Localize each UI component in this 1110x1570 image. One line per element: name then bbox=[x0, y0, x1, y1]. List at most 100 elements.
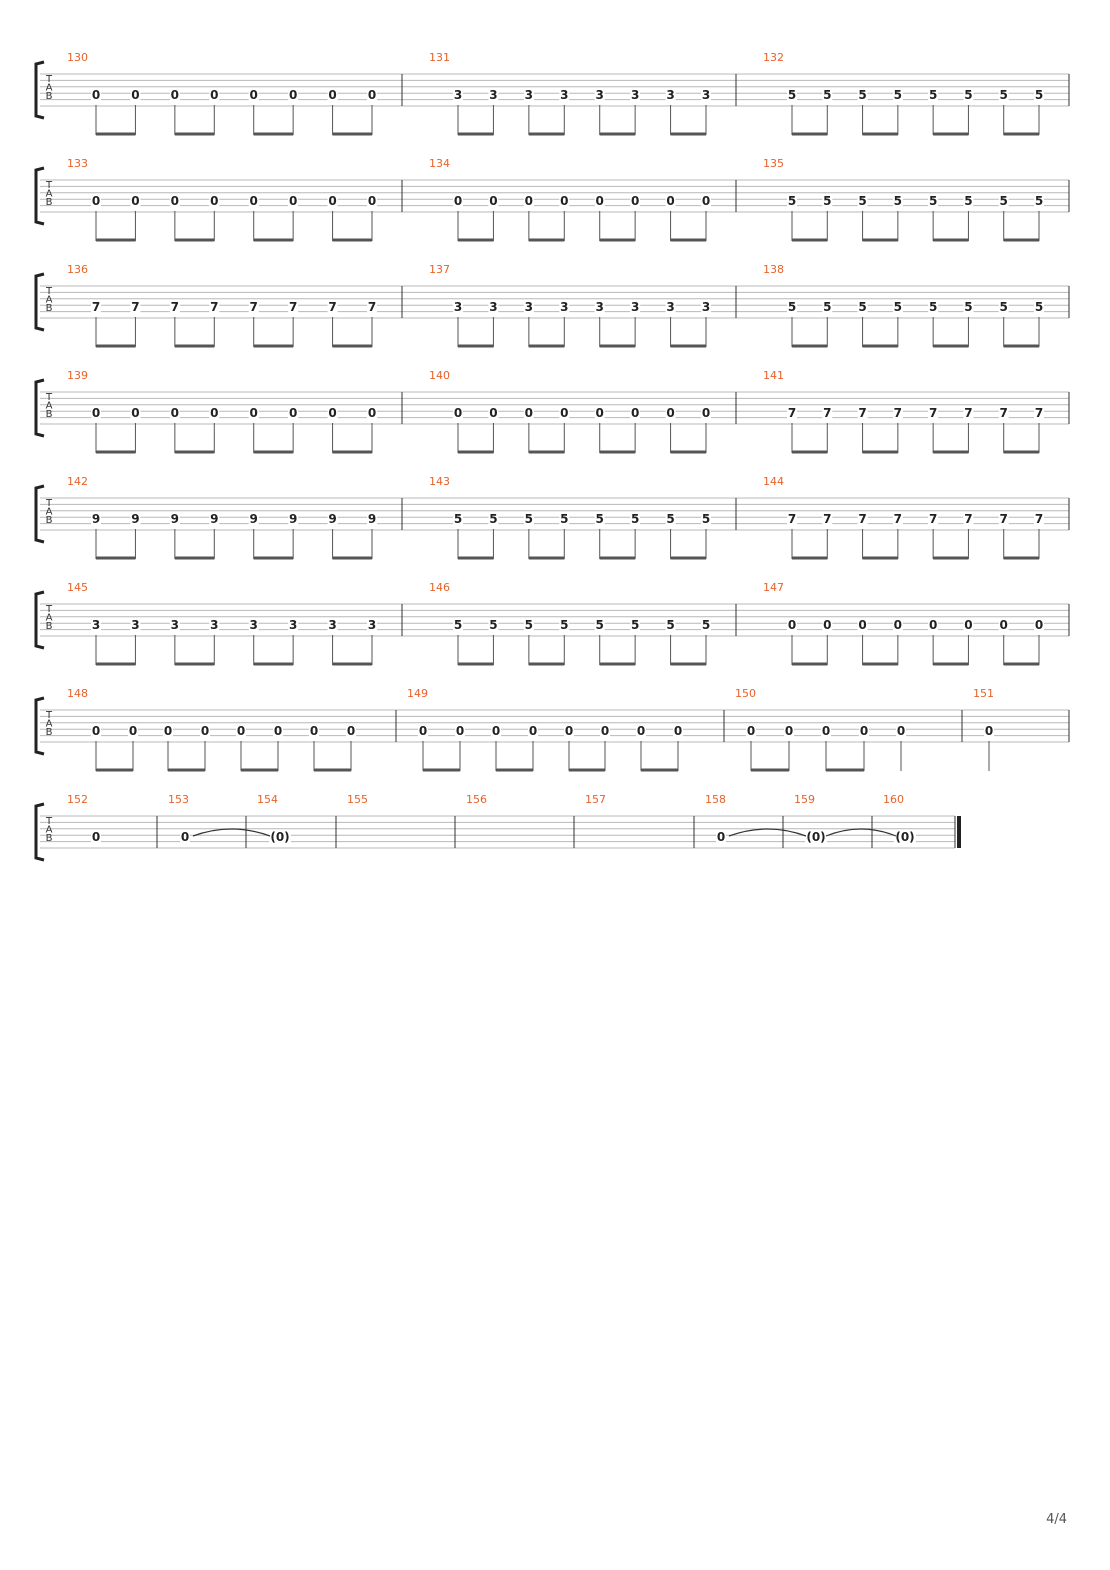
fret-backdrop bbox=[998, 195, 1009, 207]
note-beam bbox=[792, 238, 828, 242]
fret-backdrop bbox=[209, 89, 220, 101]
fret-backdrop bbox=[523, 195, 534, 207]
fret-backdrop bbox=[91, 407, 101, 419]
fret-backdrop bbox=[327, 195, 338, 207]
tab-clef-letter: B bbox=[46, 409, 53, 420]
fret-number: 0 bbox=[129, 724, 137, 738]
fret-backdrop bbox=[367, 301, 377, 313]
fret-backdrop bbox=[998, 407, 1009, 419]
fret-backdrop bbox=[288, 89, 299, 101]
fret-number: 3 bbox=[489, 300, 497, 314]
fret-number: 5 bbox=[788, 300, 796, 314]
fret-backdrop bbox=[559, 301, 570, 313]
fret-number: 3 bbox=[454, 300, 462, 314]
fret-backdrop bbox=[594, 195, 605, 207]
fret-backdrop bbox=[963, 195, 974, 207]
fret-number: 0 bbox=[201, 724, 209, 738]
fret-number: 3 bbox=[596, 300, 604, 314]
measure-number: 160 bbox=[883, 793, 904, 806]
fret-number: 0 bbox=[164, 724, 172, 738]
measure-number: 130 bbox=[67, 51, 88, 64]
fret-number: 5 bbox=[525, 618, 533, 632]
tab-clef-letter: A bbox=[46, 719, 53, 730]
fret-backdrop bbox=[248, 513, 259, 525]
fret-backdrop bbox=[130, 195, 141, 207]
fret-number: 3 bbox=[631, 88, 639, 102]
note-beam bbox=[458, 238, 494, 242]
fret-backdrop bbox=[169, 89, 180, 101]
tab-clef-letter: T bbox=[45, 392, 53, 403]
fret-backdrop bbox=[209, 619, 220, 631]
fret-number: 0 bbox=[131, 194, 139, 208]
fret-backdrop bbox=[630, 195, 641, 207]
fret-number: 5 bbox=[1000, 300, 1008, 314]
tie-arc bbox=[192, 828, 271, 837]
fret-number: 0 bbox=[454, 194, 462, 208]
fret-backdrop bbox=[488, 89, 499, 101]
fret-number: 3 bbox=[525, 300, 533, 314]
fret-number: 0 bbox=[368, 88, 376, 102]
note-beam bbox=[792, 344, 828, 348]
measure-number: 154 bbox=[257, 793, 278, 806]
fret-number: 0 bbox=[328, 88, 336, 102]
fret-number: 0 bbox=[92, 724, 100, 738]
fret-backdrop bbox=[130, 407, 141, 419]
fret-backdrop bbox=[91, 301, 101, 313]
fret-number: 7 bbox=[964, 512, 972, 526]
fret-backdrop bbox=[559, 619, 570, 631]
fret-number: 3 bbox=[631, 300, 639, 314]
fret-backdrop bbox=[892, 619, 903, 631]
measure-number: 150 bbox=[735, 687, 756, 700]
fret-number: 0 bbox=[171, 194, 179, 208]
tab-clef-letter: T bbox=[45, 74, 53, 85]
fret-backdrop bbox=[559, 513, 570, 525]
fret-backdrop bbox=[594, 619, 605, 631]
note-beam bbox=[253, 132, 294, 136]
note-beam bbox=[96, 132, 136, 136]
fret-number: 9 bbox=[131, 512, 139, 526]
fret-number: 0 bbox=[637, 724, 645, 738]
tab-clef-letter: A bbox=[46, 613, 53, 624]
fret-backdrop bbox=[248, 89, 259, 101]
fret-number: 0 bbox=[289, 194, 297, 208]
tab-clef-letter: B bbox=[46, 303, 53, 314]
fret-number: 0 bbox=[717, 830, 725, 844]
fret-number: 5 bbox=[823, 88, 831, 102]
fret-number: 9 bbox=[368, 512, 376, 526]
tab-clef-letter: B bbox=[46, 197, 53, 208]
fret-backdrop bbox=[91, 725, 101, 737]
note-beam bbox=[862, 132, 898, 136]
fret-number: 0 bbox=[1035, 618, 1043, 632]
note-beam bbox=[174, 450, 215, 454]
measure-number: 145 bbox=[67, 581, 88, 594]
fret-backdrop bbox=[130, 513, 141, 525]
fret-number: 0 bbox=[702, 194, 710, 208]
fret-number: 7 bbox=[788, 406, 796, 420]
fret-number: 0 bbox=[822, 724, 830, 738]
fret-number: 5 bbox=[560, 618, 568, 632]
fret-backdrop bbox=[892, 301, 903, 313]
system-bracket bbox=[34, 378, 45, 438]
fret-number: 7 bbox=[964, 406, 972, 420]
fret-number: 0 bbox=[274, 724, 282, 738]
fret-number: 5 bbox=[894, 300, 902, 314]
tab-clef-letter: B bbox=[46, 91, 53, 102]
measure-number: 135 bbox=[763, 157, 784, 170]
fret-number: 0 bbox=[860, 724, 868, 738]
fret-backdrop bbox=[163, 725, 173, 737]
fret-number: 0 bbox=[419, 724, 427, 738]
note-beam bbox=[332, 450, 372, 454]
measure-number: 133 bbox=[67, 157, 88, 170]
fret-backdrop bbox=[327, 301, 338, 313]
fret-number: 5 bbox=[964, 194, 972, 208]
fret-number: 7 bbox=[210, 300, 218, 314]
note-beam bbox=[792, 450, 828, 454]
note-beam bbox=[332, 344, 372, 348]
note-beam bbox=[933, 556, 969, 560]
fret-backdrop bbox=[857, 301, 868, 313]
fret-backdrop bbox=[928, 89, 939, 101]
fret-backdrop bbox=[288, 513, 299, 525]
note-beam bbox=[253, 344, 294, 348]
